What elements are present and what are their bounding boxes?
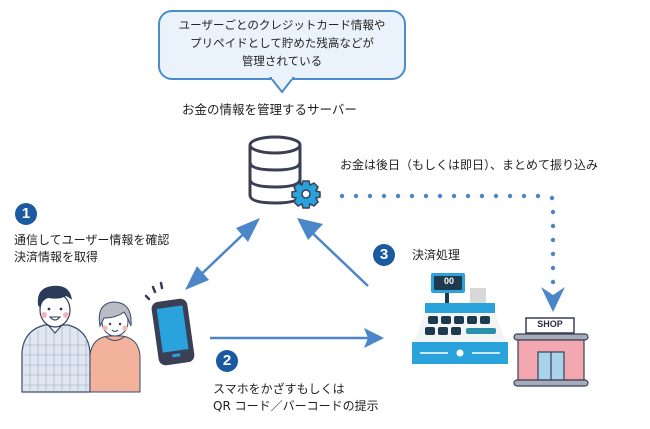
smartphone-icon: [144, 281, 195, 366]
bubble-text: ユーザーごとのクレジットカード情報や プリペイドとして貯めた残高などが 管理され…: [158, 16, 406, 70]
bubble-line: 管理されている: [241, 54, 323, 68]
step-2-text: スマホをかざすもしくは QR コード／バーコードの提示: [213, 381, 379, 415]
register-display: 00: [444, 276, 455, 286]
step-3-badge: 3: [373, 244, 395, 266]
step-3-text: 決済処理: [412, 248, 461, 262]
step-2-badge: 2: [216, 350, 238, 372]
shop-sign: SHOP: [537, 319, 563, 329]
database-gear-icon: [248, 135, 321, 209]
step-1-line: 決済情報を取得: [14, 250, 99, 264]
transfer-note: お金は後日（もしくは即日）、まとめて振り込み: [340, 158, 599, 172]
step-1-text: 通信してユーザー情報を確認 決済情報を取得: [14, 232, 169, 266]
step-2-line: スマホをかざすもしくは: [213, 382, 345, 396]
bubble-line: プリペイドとして貯めた残高などが: [190, 36, 374, 50]
users-icon: [21, 285, 141, 393]
server-label: お金の情報を管理するサーバー: [182, 102, 357, 117]
transfer-dotted-arrow: [339, 193, 565, 312]
info-bubble: [158, 10, 406, 80]
phone-register-arrow: [210, 328, 384, 348]
cash-register-icon: [412, 273, 508, 364]
step-2-line: QR コード／バーコードの提示: [213, 399, 379, 413]
bubble-line: ユーザーごとのクレジットカード情報や: [178, 18, 386, 32]
register-server-arrow: [297, 218, 369, 287]
step-1-line: 通信してユーザー情報を確認: [14, 233, 170, 247]
phone-server-arrow: [185, 218, 260, 290]
shop-icon: [513, 317, 589, 387]
step-1-badge: 1: [15, 203, 37, 225]
